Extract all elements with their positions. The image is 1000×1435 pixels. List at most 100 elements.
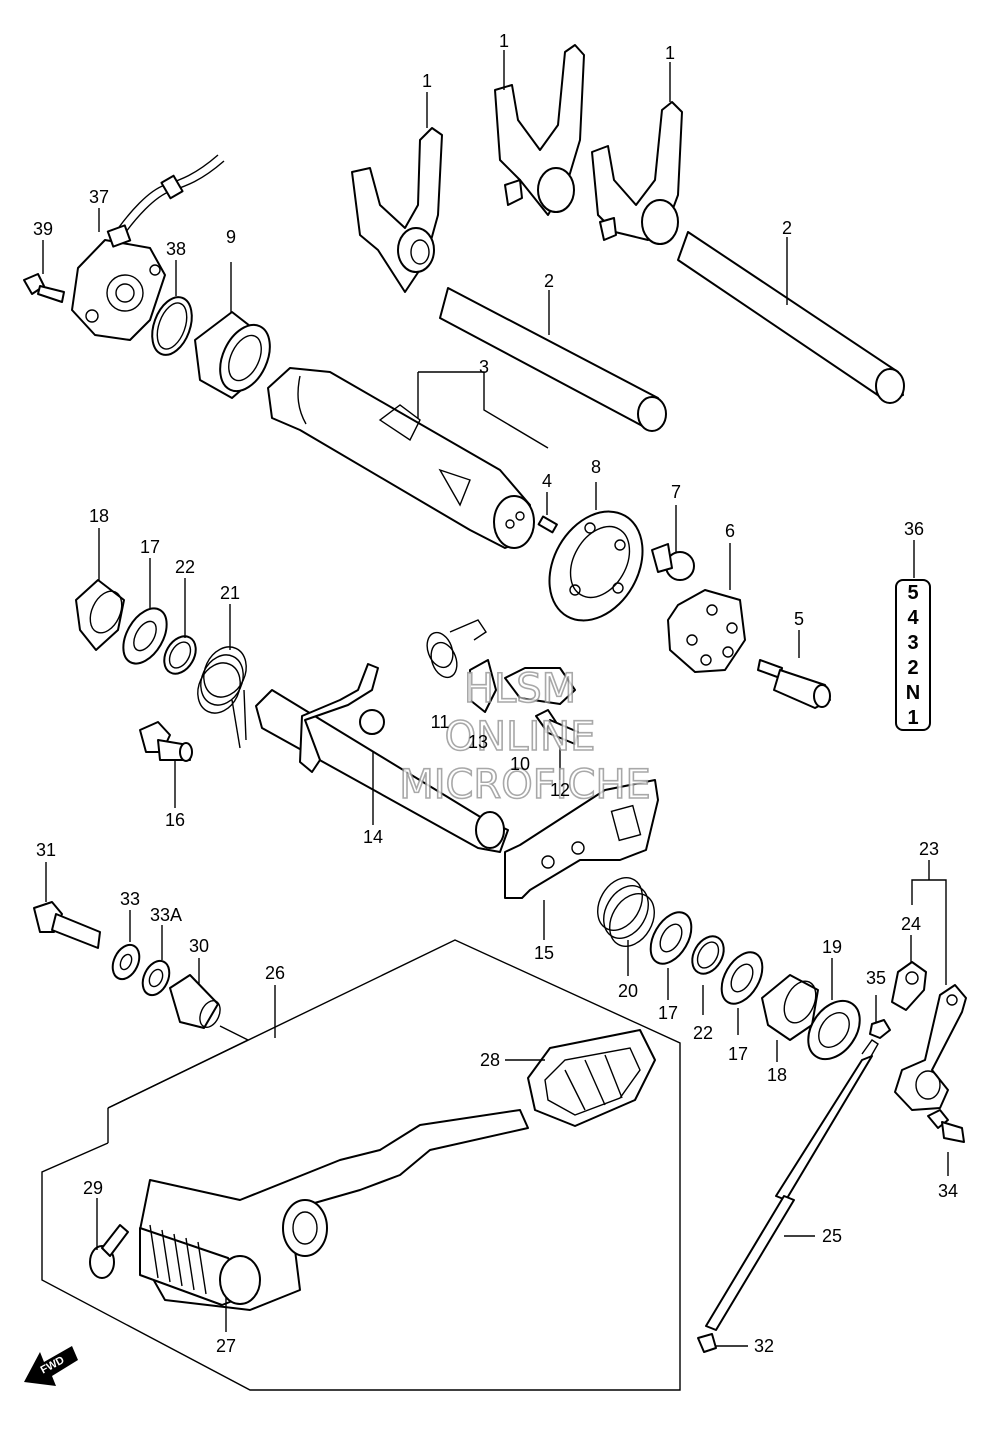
callout-19: 19 bbox=[822, 937, 842, 957]
callout-8: 8 bbox=[591, 457, 601, 477]
rod-end-24 bbox=[891, 961, 927, 1011]
gear-label-2: 2 bbox=[907, 657, 918, 679]
footrest-rubber-28 bbox=[527, 1029, 656, 1127]
callout-11: 11 bbox=[431, 712, 450, 732]
callout-5: 5 bbox=[794, 609, 804, 629]
callout-16: 16 bbox=[165, 810, 185, 830]
callout-13: 13 bbox=[468, 732, 488, 752]
callout-20: 20 bbox=[618, 981, 638, 1001]
bolt-34 bbox=[927, 1109, 965, 1143]
callout-14: 14 bbox=[363, 827, 383, 847]
oil-seal-19 bbox=[807, 999, 861, 1061]
gear-indicator-plate: 5 4 3 2 N 1 bbox=[895, 579, 931, 731]
callout-labels: 1 1 1 2 2 3 4 8 7 6 5 36 37 39 38 9 18 1… bbox=[33, 31, 958, 1356]
watermark: HLSM ONLINE MICROFICHE bbox=[398, 665, 651, 809]
callout-27: 27 bbox=[216, 1336, 236, 1356]
callout-3: 3 bbox=[479, 357, 489, 377]
shift-fork-left bbox=[351, 127, 443, 293]
fork-shaft-right bbox=[677, 231, 905, 404]
callout-32: 32 bbox=[754, 1336, 774, 1356]
callout-1: 1 bbox=[665, 43, 675, 63]
gearshift-shaft bbox=[255, 663, 509, 853]
gearshift-arm-15 bbox=[504, 779, 659, 899]
bolt-31 bbox=[33, 901, 101, 949]
gear-position-sensor bbox=[71, 154, 225, 341]
circlip-22-lower bbox=[691, 935, 725, 975]
callout-33: 33 bbox=[120, 889, 140, 909]
pawl-10 bbox=[504, 667, 576, 705]
watermark-line-1: HLSM bbox=[464, 666, 576, 712]
gearshift-cam-stopper-6 bbox=[667, 589, 746, 673]
washer-17-lower-a bbox=[649, 911, 693, 965]
stud-bolt-16 bbox=[139, 721, 193, 762]
callout-17: 17 bbox=[140, 537, 160, 557]
leader-lines bbox=[42, 50, 949, 1347]
callout-18: 18 bbox=[89, 506, 109, 526]
bearing-8 bbox=[548, 510, 644, 622]
callout-15: 15 bbox=[534, 943, 554, 963]
callout-34: 34 bbox=[938, 1181, 958, 1201]
callout-2: 2 bbox=[782, 218, 792, 238]
callout-22: 22 bbox=[175, 557, 195, 577]
callout-37: 37 bbox=[89, 187, 109, 207]
shift-lever-arm-23 bbox=[894, 984, 967, 1111]
gear-label-5: 5 bbox=[907, 582, 918, 604]
gearshift-cam bbox=[267, 367, 535, 549]
shift-fork-middle bbox=[494, 44, 585, 216]
spring-20 bbox=[597, 877, 655, 947]
fork-shaft-left bbox=[439, 287, 667, 432]
circlip-22-upper bbox=[163, 635, 197, 675]
callout-17: 17 bbox=[728, 1044, 748, 1064]
callout-12: 12 bbox=[550, 780, 570, 800]
callout-2: 2 bbox=[544, 271, 554, 291]
pin-29 bbox=[89, 1224, 129, 1279]
callout-1: 1 bbox=[422, 71, 432, 91]
callout-29: 29 bbox=[83, 1178, 103, 1198]
bolt-39 bbox=[23, 273, 65, 303]
gear-label-n: N bbox=[906, 682, 920, 704]
callout-33a: 33A bbox=[150, 905, 182, 925]
callout-28: 28 bbox=[480, 1050, 500, 1070]
return-spring-11 bbox=[426, 619, 487, 679]
watermark-line-3: MICROFICHE bbox=[399, 762, 651, 808]
gear-label-4: 4 bbox=[907, 607, 919, 629]
nut-32 bbox=[697, 1333, 717, 1353]
callout-9: 9 bbox=[226, 227, 236, 247]
callout-38: 38 bbox=[166, 239, 186, 259]
callout-36: 36 bbox=[904, 519, 924, 539]
bushing-18-upper bbox=[75, 579, 125, 651]
callout-39: 39 bbox=[33, 219, 53, 239]
gear-label-1: 1 bbox=[907, 707, 918, 729]
callout-17: 17 bbox=[658, 1003, 678, 1023]
nut-35 bbox=[869, 1019, 891, 1039]
bearing-9 bbox=[194, 311, 271, 399]
washer-33 bbox=[111, 943, 141, 981]
bolt-7 bbox=[651, 543, 695, 581]
callout-6: 6 bbox=[725, 521, 735, 541]
pin-4 bbox=[537, 515, 558, 534]
callout-18: 18 bbox=[767, 1065, 787, 1085]
spring-21 bbox=[197, 646, 247, 749]
callout-24: 24 bbox=[901, 914, 921, 934]
pin-5 bbox=[757, 659, 831, 709]
watermark-line-2: ONLINE bbox=[445, 714, 596, 760]
callout-30: 30 bbox=[189, 936, 209, 956]
shift-fork-right bbox=[591, 101, 683, 245]
bolt-12 bbox=[535, 709, 579, 745]
callout-7: 7 bbox=[671, 482, 681, 502]
callout-35: 35 bbox=[866, 968, 886, 988]
washer-17-upper bbox=[122, 607, 168, 665]
fwd-arrow-icon: FWD bbox=[24, 1346, 78, 1386]
callout-25: 25 bbox=[822, 1226, 842, 1246]
callout-10: 10 bbox=[510, 754, 530, 774]
callout-1: 1 bbox=[499, 31, 509, 51]
lever-assembly-outline-26 bbox=[41, 939, 681, 1391]
bushing-30 bbox=[169, 974, 221, 1029]
washer-17-lower-b bbox=[720, 951, 764, 1005]
washer-33a bbox=[141, 959, 171, 997]
gearshift-link-rod-25 bbox=[705, 1039, 879, 1331]
callout-4: 4 bbox=[542, 471, 552, 491]
callout-26: 26 bbox=[265, 963, 285, 983]
callout-22: 22 bbox=[693, 1023, 713, 1043]
